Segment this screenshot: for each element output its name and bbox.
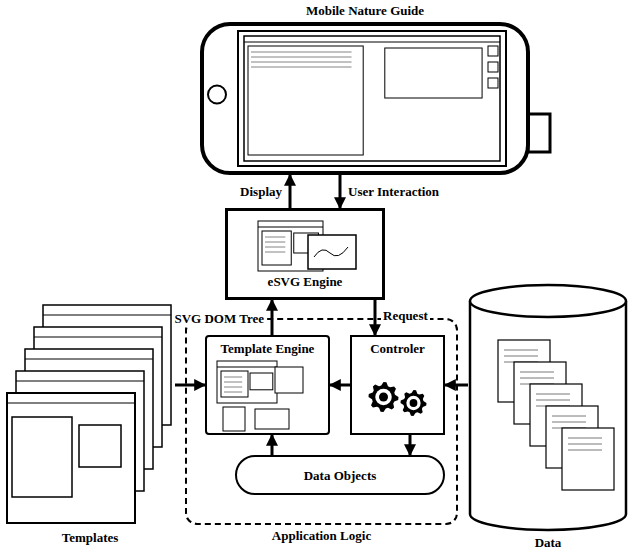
templates-stack: Templates xyxy=(5,305,175,525)
phone-illustration xyxy=(200,22,530,175)
node-label: Controler xyxy=(370,341,425,356)
data-objects-pill: Data Objects xyxy=(235,455,445,495)
node-label: Data Objects xyxy=(304,468,377,483)
data-store: Data xyxy=(468,285,628,530)
template-engine-box: Template Engine xyxy=(205,335,330,435)
flow-arrow xyxy=(409,435,412,455)
edge-label: Display xyxy=(238,184,284,199)
controller-box: Controler xyxy=(350,335,445,435)
node-label: Mobile Nature Guide xyxy=(306,3,424,18)
flow-arrow xyxy=(289,175,292,208)
flow-arrow xyxy=(271,435,274,455)
edge-label: User Interaction xyxy=(346,184,441,199)
flow-arrow xyxy=(339,175,342,208)
node-label: Templates xyxy=(62,530,119,545)
mobile-device: Mobile Nature Guide xyxy=(200,22,530,175)
node-label: Template Engine xyxy=(221,341,315,356)
edge-label: Request xyxy=(381,308,430,323)
cylinder-illustration xyxy=(468,285,628,530)
node-label: Data xyxy=(535,535,562,550)
node-label: eSVG Engine xyxy=(268,274,343,289)
esvg-illustration xyxy=(228,211,388,303)
logic-region: Template EngineControlerData ObjectsAppl… xyxy=(185,318,458,525)
node-label: Application Logic xyxy=(272,528,371,543)
stack-illustration xyxy=(5,305,175,525)
engine-box: eSVG Engine xyxy=(225,208,385,300)
flow-arrow xyxy=(330,384,350,387)
edge-label: SVG DOM Tree xyxy=(172,311,266,326)
flow-arrow xyxy=(175,384,205,387)
